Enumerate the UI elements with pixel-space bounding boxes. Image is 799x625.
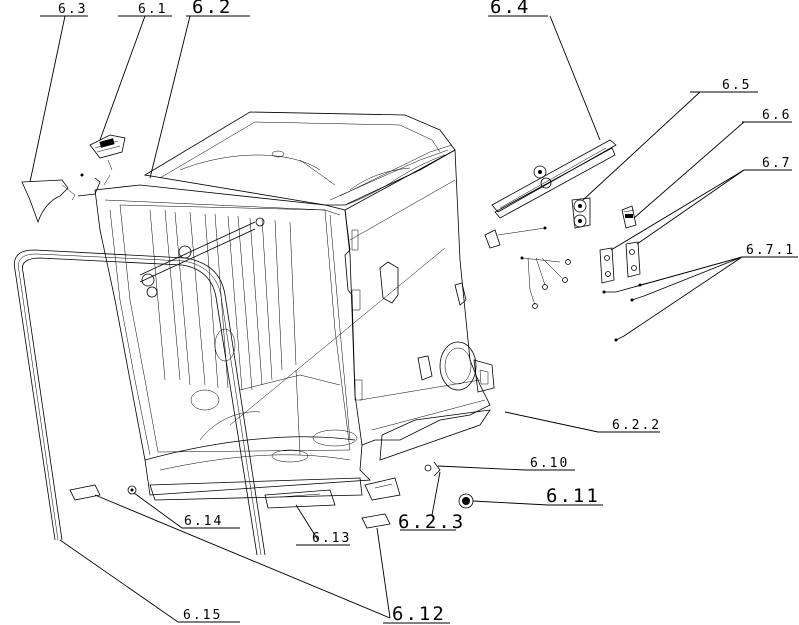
label-6-7-1: 6.7.1 [746,243,795,258]
part-6-7-plates [599,241,641,284]
label-6-11: 6.11 [546,485,600,507]
label-6-3: 6.3 [58,2,87,17]
label-6-13: 6.13 [312,531,351,546]
part-6-10-clip [424,461,441,477]
door-seal-gasket [13,249,266,556]
label-6-12: 6.12 [392,603,446,625]
label-6-14: 6.14 [184,514,223,529]
part-6-14-screw [127,485,137,495]
label-6-2: 6.2 [192,0,232,18]
part-6-7-1-screws [602,281,653,342]
label-6-2-3: 6.2.3 [398,511,465,533]
label-6-6: 6.6 [762,108,791,123]
tub-assembly [94,111,495,509]
part-6-5-wheel [571,197,591,229]
label-6-2-2: 6.2.2 [612,418,661,433]
part-6-11-grommet [458,493,474,509]
label-6-15: 6.15 [183,608,222,623]
part-6-4-rail [491,139,617,219]
label-6-10: 6.10 [530,456,569,471]
part-hose-clips [484,226,571,309]
label-6-5: 6.5 [722,78,751,93]
callout-labels: 6.3 6.1 6.2 6.4 6.5 6.6 6.7 6.7.1 6.2.2 … [58,0,795,625]
part-6-6-bracket [621,205,637,229]
label-6-7: 6.7 [762,156,791,171]
part-6-1-inlet [89,134,126,186]
part-6-3-trim [21,173,101,224]
part-6-12-pads [69,484,391,529]
label-6-4: 6.4 [490,0,530,18]
leader-lines [29,15,798,624]
label-6-1: 6.1 [138,2,167,17]
